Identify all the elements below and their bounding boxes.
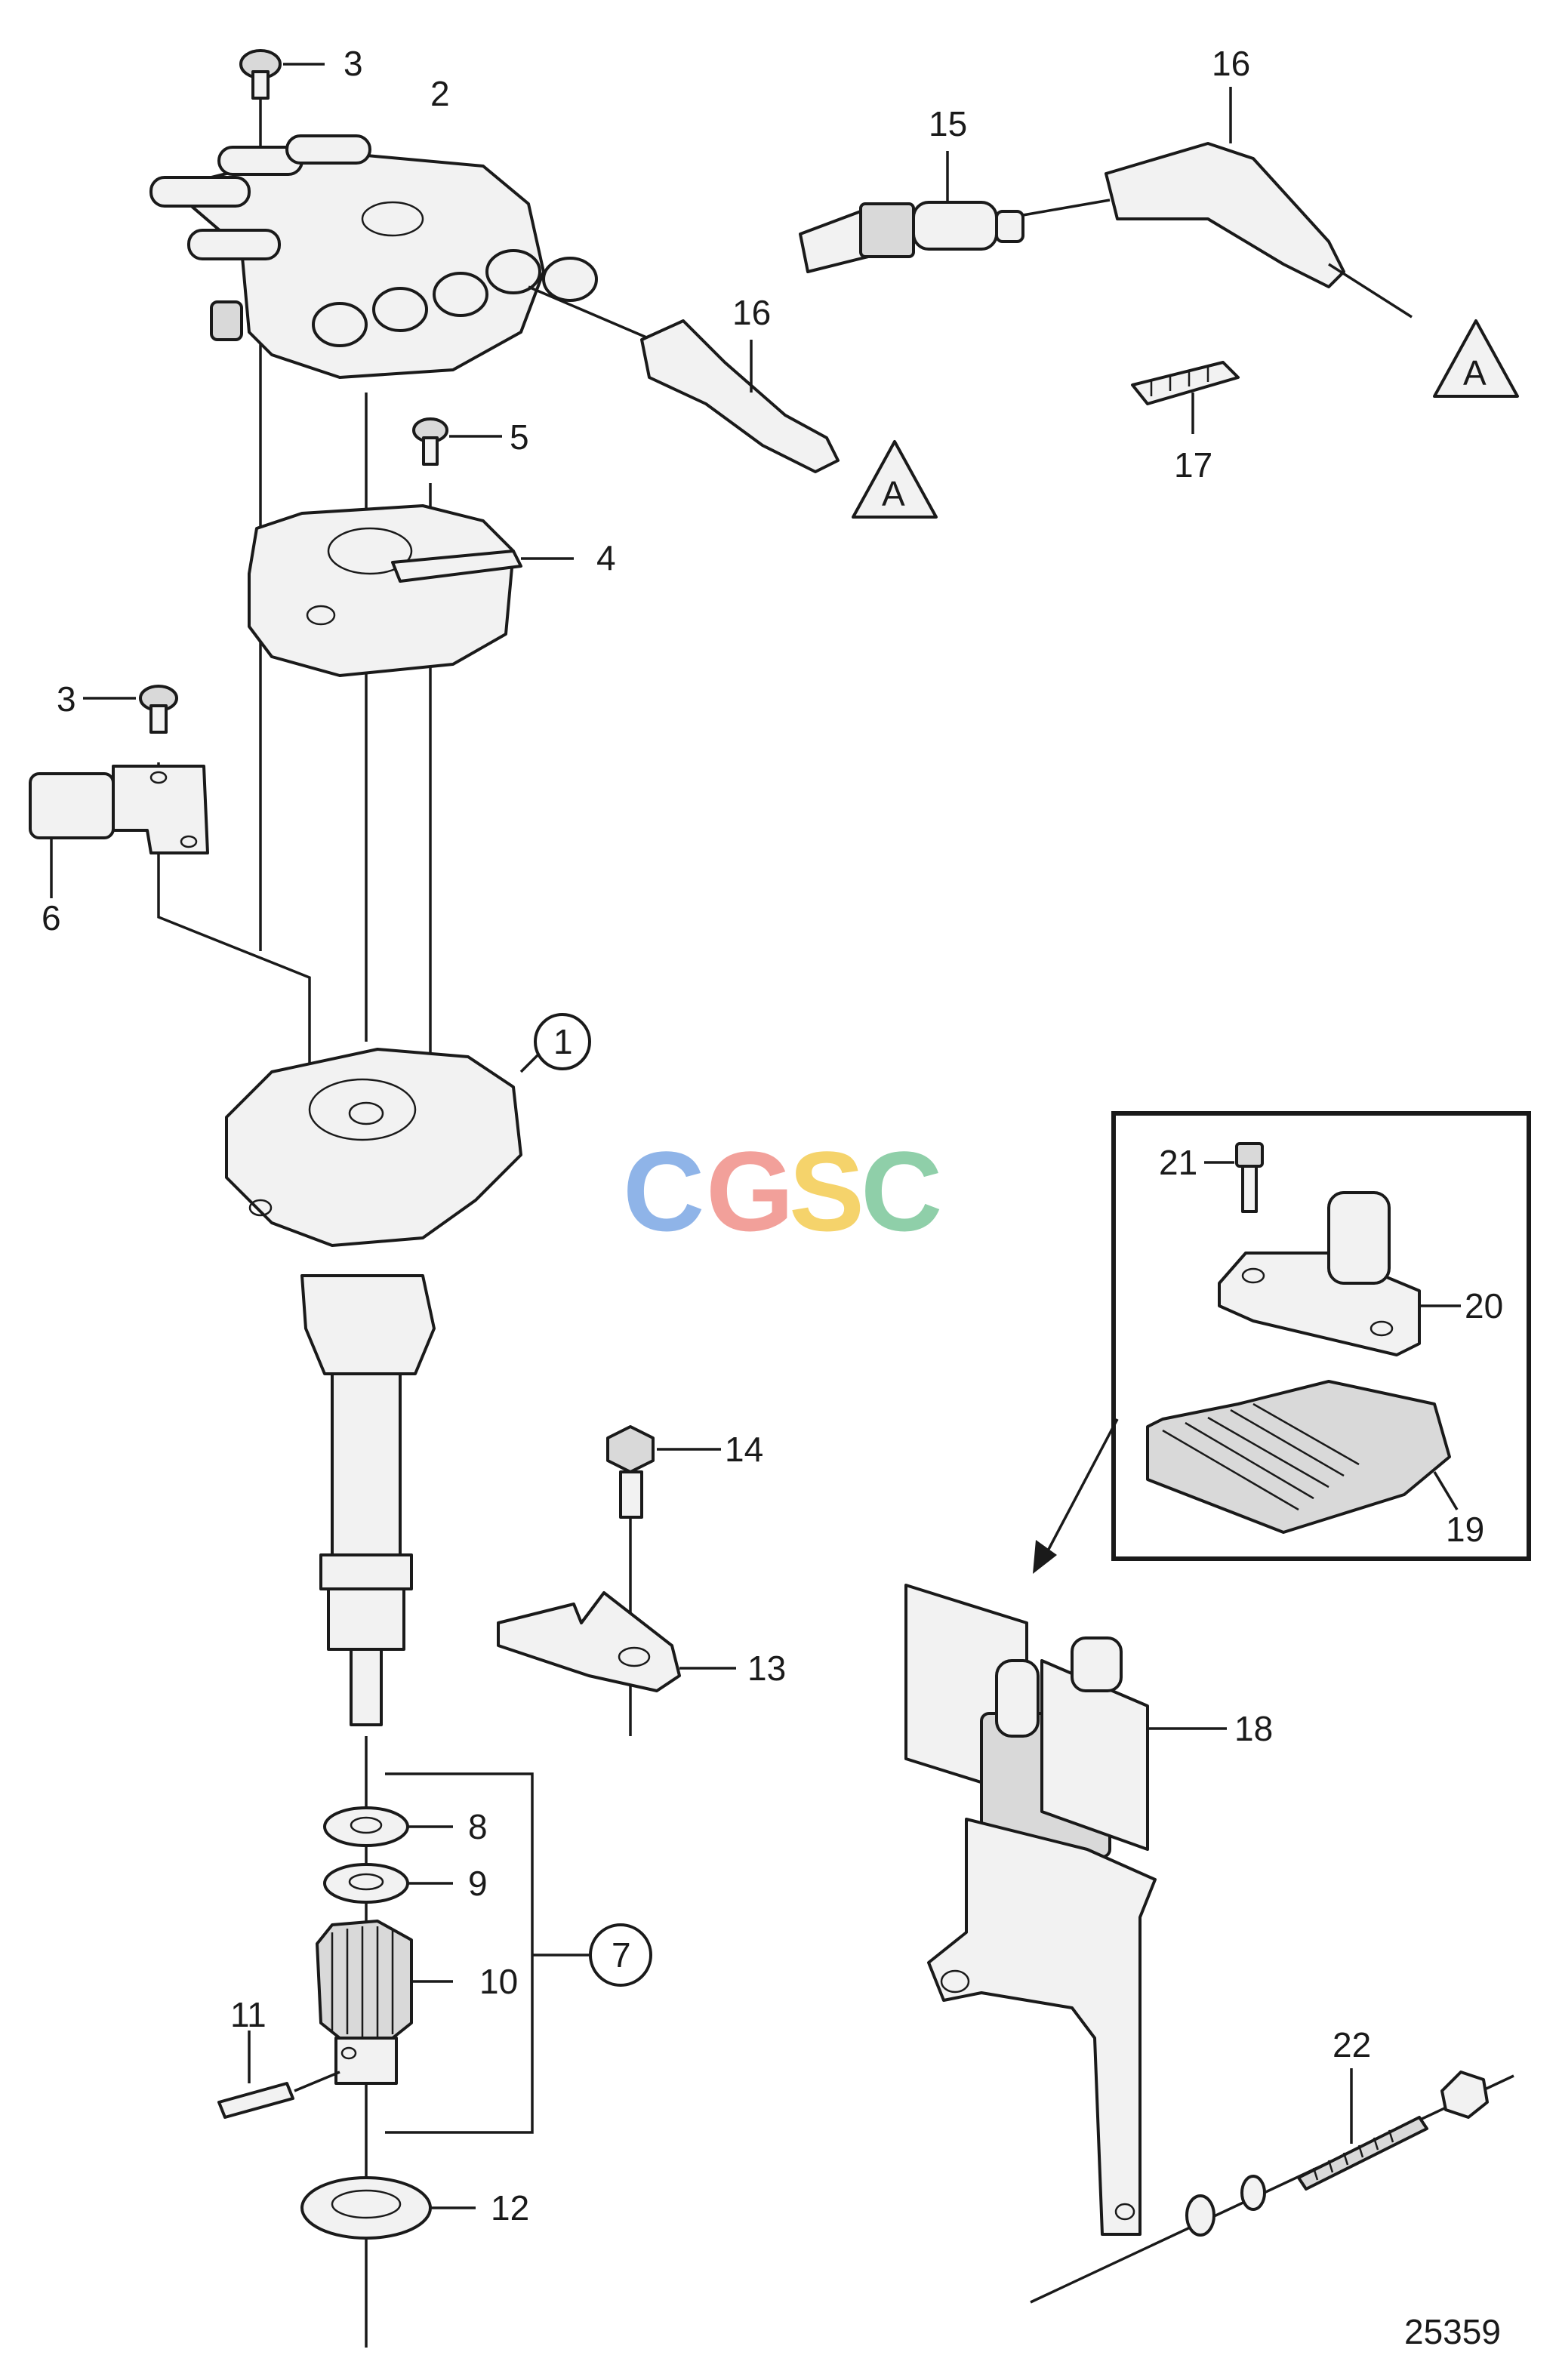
callout-circle-7 [589,1923,652,1987]
callout-16-upper: 16 [1212,44,1250,83]
callout-7: 7 [612,1935,631,1975]
spark-plug [799,151,1111,273]
mounting-stud [1030,2068,1514,2304]
drive-gear [316,1920,453,2085]
callout-14: 14 [725,1430,763,1469]
connector-mark-a-upper-text: A [1463,353,1487,393]
rotor-screw [412,417,502,466]
pickup-sensor [29,765,209,898]
screw-sensor [83,685,178,734]
connector-mark-a-lower-text: A [882,474,905,513]
flat-washer [323,1863,453,1904]
watermark-logo: C G S C [623,1128,942,1255]
callout-5: 5 [510,417,529,457]
roll-pin [217,2031,340,2119]
module-screw [1204,1142,1264,1213]
callout-15: 15 [929,104,967,143]
callout-13: 13 [747,1649,786,1688]
callout-9: 9 [468,1864,488,1903]
distributor-housing [225,1048,541,1726]
callout-10: 10 [479,1962,518,2001]
callout-17: 17 [1174,445,1212,485]
connector-mark-a-lower: A [852,440,938,519]
plug-boot-lower [640,319,840,473]
retainer-washer [323,1806,453,1847]
callout-19: 19 [1446,1510,1484,1549]
callout-6: 6 [42,898,61,938]
watermark-letter-2: G [706,1128,794,1255]
callout-11: 11 [230,1995,267,2034]
callout-4: 4 [596,538,616,577]
watermark-letter-4: C [861,1128,942,1255]
callout-18: 18 [1234,1709,1273,1748]
callout-2: 2 [430,74,450,113]
inset-pointer-arrow [1033,1540,1057,1574]
callout-8: 8 [468,1807,488,1846]
callout-21: 21 [1159,1143,1197,1182]
callout-1: 1 [553,1022,573,1061]
ignition-coil-bracket [904,1584,1227,2236]
watermark-letter-1: C [623,1128,704,1255]
figure-id: 25359 [1404,2312,1501,2351]
watermark-letter-3: S [789,1128,864,1255]
callout-circle-1 [534,1013,591,1070]
callout-22: 22 [1333,2025,1371,2064]
callout-20: 20 [1465,1286,1503,1325]
ignition-module [1218,1191,1461,1356]
screw-top [239,49,325,100]
hold-down-clamp [497,1591,736,1692]
heat-sink [1146,1380,1459,1534]
distributor-rotor [248,504,574,677]
distributor-cap [149,134,661,379]
clamp-bolt [606,1425,721,1519]
inset-detail-box [1111,1111,1531,1561]
kit-bracket [385,1772,589,2134]
thrust-washer [300,2176,476,2240]
callout-12: 12 [491,2188,529,2228]
callout-3-sensor: 3 [57,679,76,719]
callout-16-lower: 16 [732,293,771,332]
inset-pointer-line [1044,1418,1119,1556]
wire-clip [1131,361,1240,434]
callout-3-top: 3 [344,44,363,83]
connector-mark-a-upper: A [1433,319,1519,398]
plug-boot-upper [1105,87,1413,319]
